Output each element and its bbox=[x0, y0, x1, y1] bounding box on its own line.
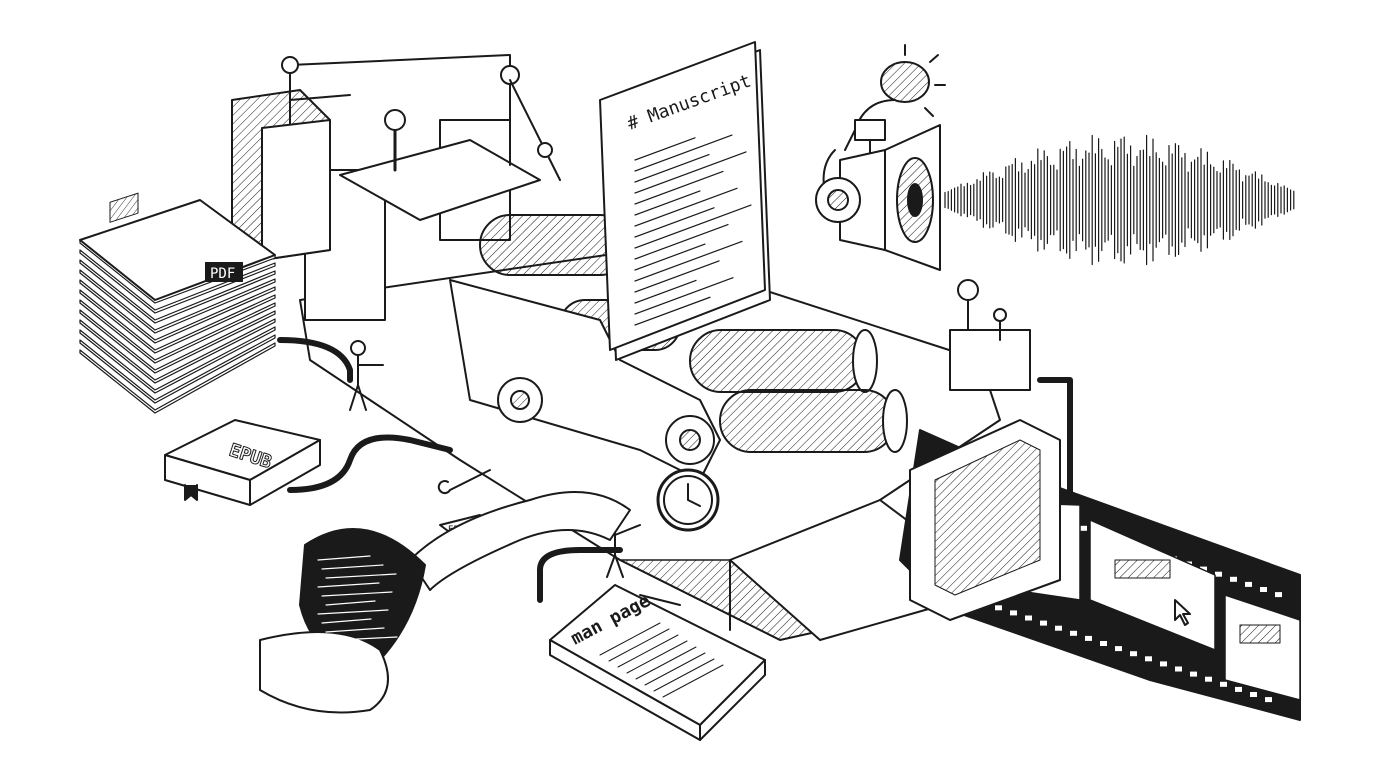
terminal-line bbox=[317, 636, 398, 642]
pdf-sheet bbox=[79, 318, 276, 384]
sprocket-hole bbox=[1080, 525, 1087, 531]
sprocket-hole bbox=[1200, 566, 1207, 572]
manuscript-document bbox=[599, 41, 771, 361]
sprocket-hole bbox=[1205, 676, 1212, 682]
pdf-sheet bbox=[79, 309, 276, 374]
pipe bbox=[277, 337, 1073, 603]
microphone-icon bbox=[822, 44, 946, 211]
text-line bbox=[634, 279, 697, 304]
cursor-icon bbox=[1174, 599, 1191, 626]
text-line bbox=[653, 658, 715, 692]
sprocket-hole bbox=[1070, 630, 1077, 636]
text-line bbox=[608, 628, 670, 662]
terminal-scroll bbox=[259, 528, 426, 714]
terminal-line bbox=[321, 591, 393, 597]
paper-belt bbox=[409, 491, 631, 591]
terminal-line bbox=[317, 609, 389, 615]
pdf-label: PDF bbox=[210, 266, 235, 282]
text-line bbox=[599, 622, 661, 656]
text-line bbox=[634, 223, 729, 260]
text-line bbox=[634, 137, 696, 161]
roller bbox=[689, 329, 878, 393]
sprocket-hole bbox=[1115, 646, 1122, 652]
sprocket-hole bbox=[1160, 661, 1167, 667]
text-line bbox=[634, 243, 706, 271]
terminal-line bbox=[325, 573, 397, 579]
pdf-sheet bbox=[79, 289, 276, 354]
side-frame bbox=[449, 279, 721, 481]
sprocket-hole bbox=[1235, 686, 1242, 692]
pdf-document-stack bbox=[79, 192, 276, 414]
man-page-document bbox=[549, 584, 766, 741]
terminal-prompt: > $ bbox=[318, 645, 334, 655]
terminal-line bbox=[317, 582, 380, 588]
pdf-sheet bbox=[79, 299, 276, 364]
sprocket-hole bbox=[1145, 656, 1152, 662]
sprocket-hole bbox=[1230, 576, 1237, 582]
terminal-line bbox=[325, 600, 376, 606]
terminal-line bbox=[321, 564, 384, 570]
text-line bbox=[634, 207, 715, 238]
pdf-sheet bbox=[79, 342, 276, 414]
text-line bbox=[634, 296, 711, 326]
pdf-sheet bbox=[79, 326, 276, 394]
sprocket-hole bbox=[1220, 681, 1227, 687]
pdf-sheet bbox=[79, 334, 276, 404]
pdf-label-bg bbox=[205, 262, 243, 282]
sprocket-hole bbox=[995, 605, 1002, 611]
sprocket-hole bbox=[1215, 571, 1222, 577]
sprocket-hole bbox=[1040, 620, 1047, 626]
pdf-sheet bbox=[79, 279, 276, 344]
sprocket-hole bbox=[1175, 666, 1182, 672]
text-line bbox=[634, 151, 747, 194]
sprocket-hole bbox=[1010, 610, 1017, 616]
sprocket-hole bbox=[1260, 587, 1267, 592]
sprocket-hole bbox=[1190, 671, 1197, 677]
gear-icon bbox=[815, 177, 861, 223]
sprocket-hole bbox=[1265, 697, 1272, 703]
sprocket-hole bbox=[1130, 651, 1137, 657]
terminal-line bbox=[317, 555, 371, 561]
sprocket-hole bbox=[1250, 692, 1257, 697]
operator-figure bbox=[349, 340, 384, 411]
text-line bbox=[634, 260, 720, 293]
text-line bbox=[644, 652, 706, 686]
terminal-line bbox=[321, 618, 372, 624]
roller bbox=[719, 389, 908, 453]
sprocket-hole bbox=[1085, 635, 1092, 641]
film-frame bbox=[1089, 519, 1216, 651]
text-line bbox=[626, 640, 688, 674]
text-line bbox=[617, 634, 679, 668]
wrench-icon bbox=[437, 469, 681, 606]
output-frame bbox=[909, 419, 1061, 621]
text-line bbox=[634, 170, 724, 205]
text-line bbox=[635, 646, 697, 680]
sprocket-hole bbox=[1275, 592, 1282, 598]
sound-wave bbox=[944, 134, 1295, 266]
clock-icon bbox=[656, 468, 720, 532]
terminal-line bbox=[325, 627, 385, 633]
text-line bbox=[634, 134, 733, 172]
text-line bbox=[634, 204, 752, 249]
pdf-sheet bbox=[79, 259, 276, 324]
text-line bbox=[634, 240, 743, 282]
pdf-sheet bbox=[79, 269, 276, 334]
text-line bbox=[634, 187, 738, 227]
bookmark-icon bbox=[184, 484, 198, 501]
sprocket-hole bbox=[1245, 581, 1252, 587]
epub-book bbox=[164, 419, 321, 506]
text-line bbox=[662, 664, 724, 698]
film-frame bbox=[1224, 594, 1301, 701]
text-line bbox=[634, 190, 701, 216]
pdf-sheet bbox=[79, 249, 276, 314]
gauge-icon bbox=[949, 279, 1031, 391]
text-line bbox=[634, 277, 734, 315]
text-line bbox=[634, 154, 710, 183]
sprocket-hole bbox=[1025, 615, 1032, 621]
sprocket-hole bbox=[1055, 625, 1062, 631]
speaker-icon bbox=[839, 124, 941, 271]
sprocket-hole bbox=[1100, 641, 1107, 646]
